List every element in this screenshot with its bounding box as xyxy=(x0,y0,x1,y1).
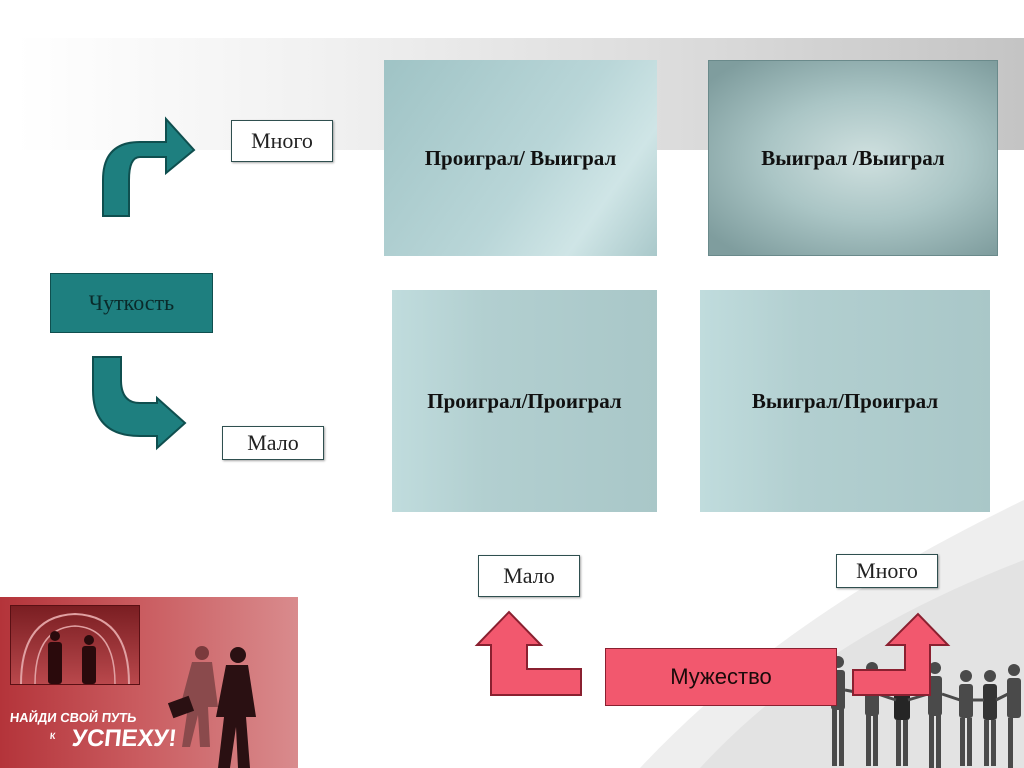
poster-slogan-line2: К xyxy=(49,731,56,741)
pink-up-arrow-right-icon xyxy=(853,614,948,695)
success-poster-image: НАЙДИ СВОЙ ПУТЬ К УСПЕХУ! xyxy=(0,597,298,768)
pink-up-arrow-left-icon xyxy=(477,612,581,695)
poster-slogan-line1: НАЙДИ СВОЙ ПУТЬ xyxy=(9,710,137,725)
poster-photo xyxy=(10,605,140,685)
teal-up-right-arrow-icon xyxy=(103,119,194,216)
teal-down-right-arrow-icon xyxy=(93,357,185,448)
poster-slogan-line3: УСПЕХУ! xyxy=(71,725,178,753)
